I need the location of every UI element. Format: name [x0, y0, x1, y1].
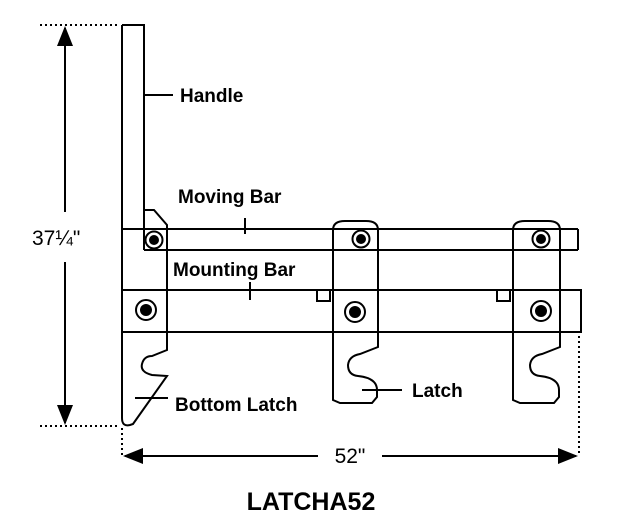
leader-lines: [135, 94, 402, 399]
screws: [135, 229, 552, 323]
label-latch: Latch: [412, 381, 463, 402]
label-bottom-latch: Bottom Latch: [175, 395, 297, 416]
width-dimension: [121, 336, 580, 464]
screw-icon: [135, 299, 157, 321]
model-title: LATCHA52: [247, 488, 376, 516]
height-dimension-label: 37¼": [32, 227, 80, 250]
label-mounting-bar: Mounting Bar: [173, 260, 296, 281]
mounting-bar: [121, 289, 582, 333]
moving-bar: [122, 228, 579, 251]
screw-icon: [344, 301, 366, 323]
screw-icon: [530, 300, 552, 322]
width-dimension-label: 52": [335, 445, 366, 468]
handle: [122, 24, 145, 250]
screw-icon: [531, 229, 551, 249]
latch-right: [512, 220, 561, 404]
latch-center: [332, 220, 379, 404]
label-moving-bar: Moving Bar: [178, 187, 282, 208]
height-dimension: [40, 24, 120, 427]
screw-icon: [351, 229, 371, 249]
bottom-latch-plate: [121, 25, 169, 427]
screw-icon: [144, 230, 164, 250]
label-handle: Handle: [180, 86, 243, 107]
